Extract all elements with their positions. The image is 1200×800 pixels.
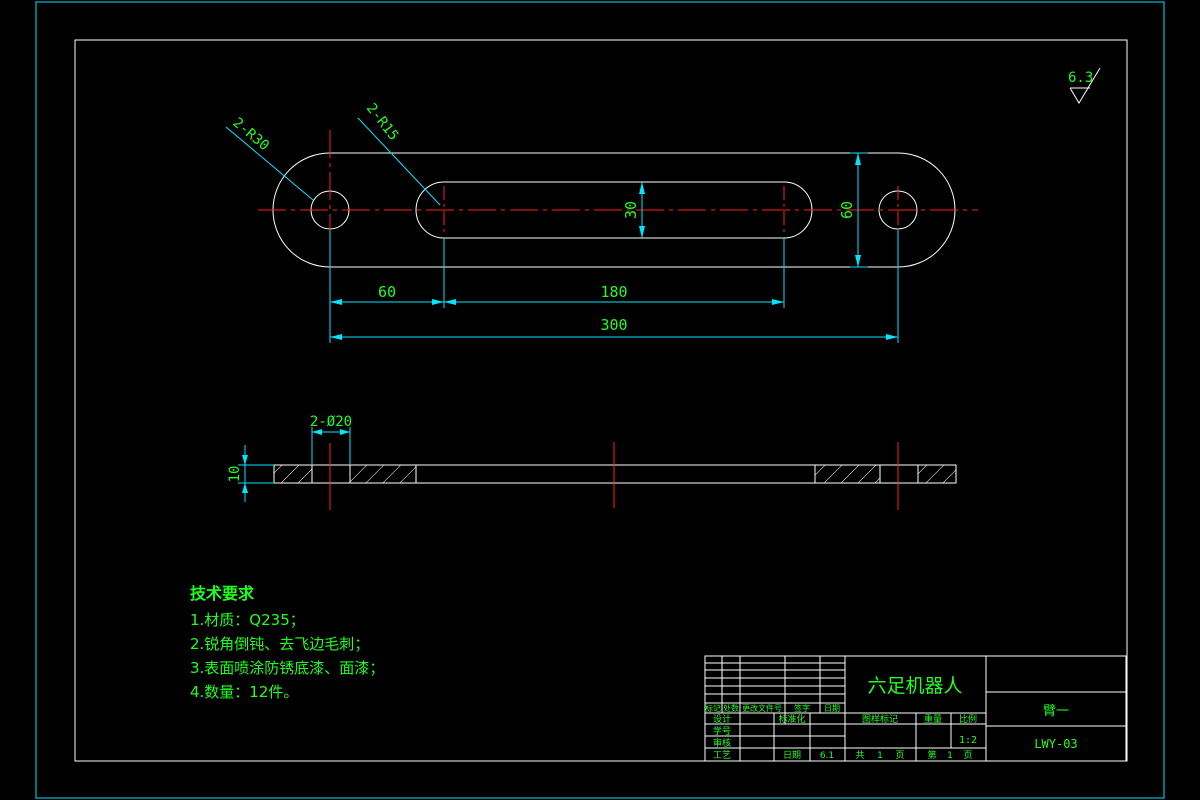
tech-item: 4.数量：12件。	[190, 683, 299, 701]
surface-finish-value: 6.3	[1068, 70, 1093, 86]
top-view: 2-R30 2-R15 60 180 300 30	[225, 101, 978, 343]
scale-value: 1:2	[959, 735, 977, 746]
svg-text:重量: 重量	[924, 713, 942, 725]
svg-text:审核: 审核	[713, 737, 731, 749]
svg-text:第: 第	[927, 749, 936, 761]
surface-finish-symbol: 6.3	[1068, 67, 1101, 104]
tech-item: 3.表面喷涂防锈底漆、面漆；	[190, 659, 385, 677]
dim-300: 300	[600, 316, 627, 334]
project-name: 六足机器人	[867, 675, 962, 697]
svg-text:共: 共	[855, 750, 864, 761]
title-block-text: 六足机器人 臂一 LWY-03 标记 处数 更改文件号 签字 日期 设计 标准化…	[705, 675, 1078, 761]
tech-item: 1.材质：Q235；	[190, 611, 305, 629]
tech-title: 技术要求	[190, 584, 255, 603]
svg-text:学号: 学号	[713, 725, 731, 737]
svg-text:工艺: 工艺	[713, 750, 731, 761]
svg-text:签字: 签字	[794, 703, 810, 713]
svg-text:比例: 比例	[959, 713, 977, 725]
svg-text:1: 1	[877, 751, 883, 761]
side-view: 2-Ø20 10	[227, 414, 957, 510]
svg-text:日期: 日期	[783, 750, 801, 761]
svg-text:页: 页	[963, 750, 972, 761]
svg-text:标记: 标记	[705, 703, 721, 713]
inner-border	[74, 39, 1128, 762]
dim-180: 180	[600, 283, 627, 301]
svg-text:图样标记: 图样标记	[862, 713, 898, 725]
svg-text:更改文件号: 更改文件号	[742, 703, 782, 713]
side-hatch-1	[274, 465, 312, 483]
svg-text:日期: 日期	[824, 704, 840, 713]
part-name: 臂一	[1043, 704, 1069, 719]
svg-text:设计: 设计	[713, 713, 731, 725]
technical-requirements: 技术要求 1.材质：Q235； 2.锐角倒钝、去飞边毛刺； 3.表面喷涂防锈底漆…	[190, 582, 384, 704]
dim-radius-r15: 2-R15	[363, 101, 402, 144]
side-hatch-3	[815, 465, 880, 483]
dim-height: 60	[838, 201, 856, 219]
dim-slot-width: 30	[622, 201, 640, 219]
dim-thickness: 10	[227, 466, 243, 483]
svg-text:1: 1	[947, 751, 953, 761]
side-hatch-2	[350, 465, 416, 483]
svg-text:页: 页	[895, 750, 904, 761]
side-hatch-4	[918, 465, 956, 483]
dim-holes: 2-Ø20	[310, 414, 352, 430]
dim-60: 60	[378, 283, 396, 301]
drawing-code: LWY-03	[1034, 737, 1077, 751]
svg-text:标准化: 标准化	[778, 713, 805, 725]
outer-border	[35, 1, 1165, 799]
svg-text:6.1: 6.1	[820, 751, 834, 761]
side-outline	[273, 464, 957, 484]
tech-item: 2.锐角倒钝、去飞边毛刺；	[190, 635, 370, 653]
svg-text:处数: 处数	[723, 703, 739, 713]
title-block	[704, 655, 1127, 762]
